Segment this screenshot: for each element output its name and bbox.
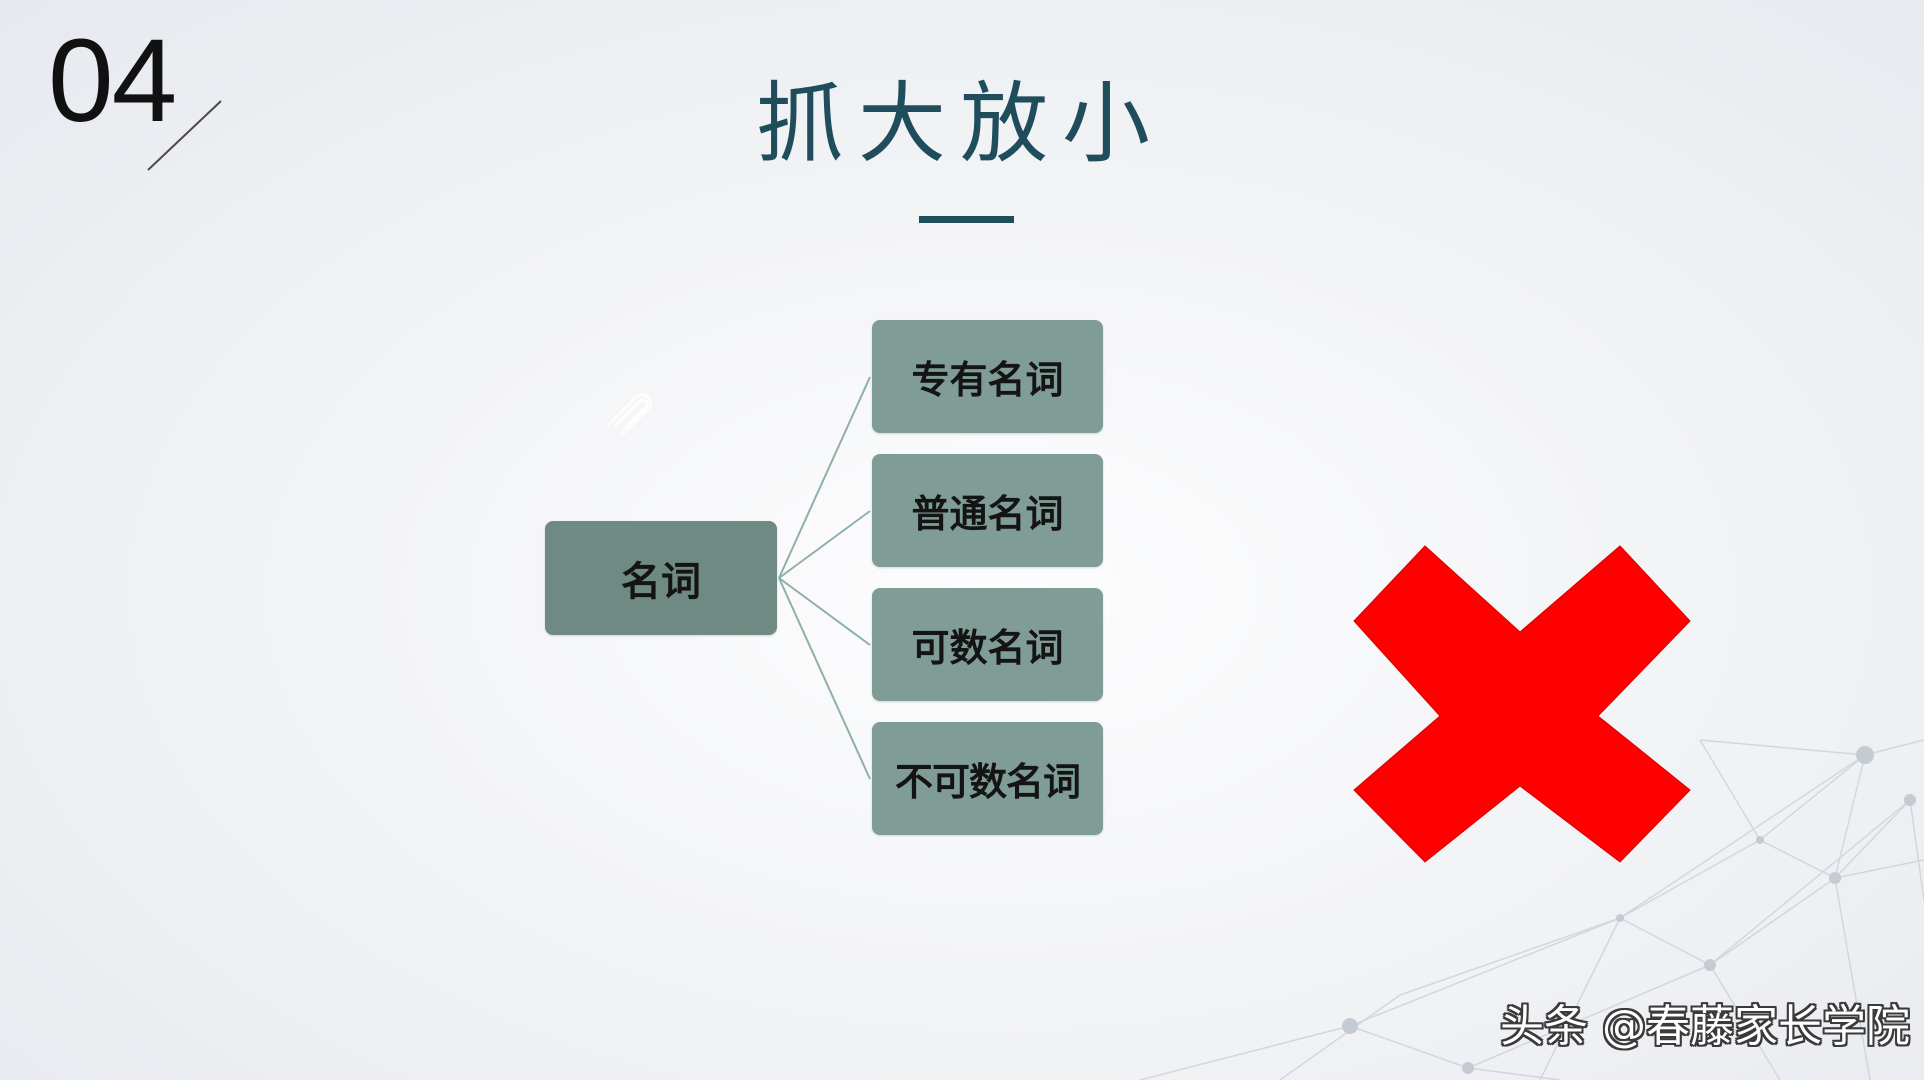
child-node-label: 不可数名词 — [894, 760, 1081, 804]
title-underline — [919, 216, 1014, 223]
child-node-label: 专有名词 — [911, 358, 1064, 402]
child-node-label: 普通名词 — [911, 492, 1064, 536]
child-node-label: 可数名词 — [911, 626, 1064, 670]
connector-line-4 — [778, 577, 871, 780]
section-number: 04 — [48, 15, 177, 147]
page-title: 抓大放小 — [755, 72, 1164, 175]
connector-line-2 — [778, 510, 871, 579]
diagram-root-node: 名词 — [545, 521, 777, 635]
diagram-child-node-proper-noun: 专有名词 — [872, 320, 1103, 433]
connector-line-1 — [778, 376, 871, 579]
diagram-child-node-common-noun: 普通名词 — [872, 454, 1103, 567]
paperclip-icon — [606, 393, 652, 435]
diagram-child-node-countable-noun: 可数名词 — [872, 588, 1103, 701]
connector-line-3 — [778, 577, 871, 646]
diagram-child-node-uncountable-noun: 不可数名词 — [872, 722, 1103, 835]
watermark: 头条 @春藤家长学院 — [1500, 1001, 1910, 1052]
root-node-label: 名词 — [621, 559, 701, 605]
